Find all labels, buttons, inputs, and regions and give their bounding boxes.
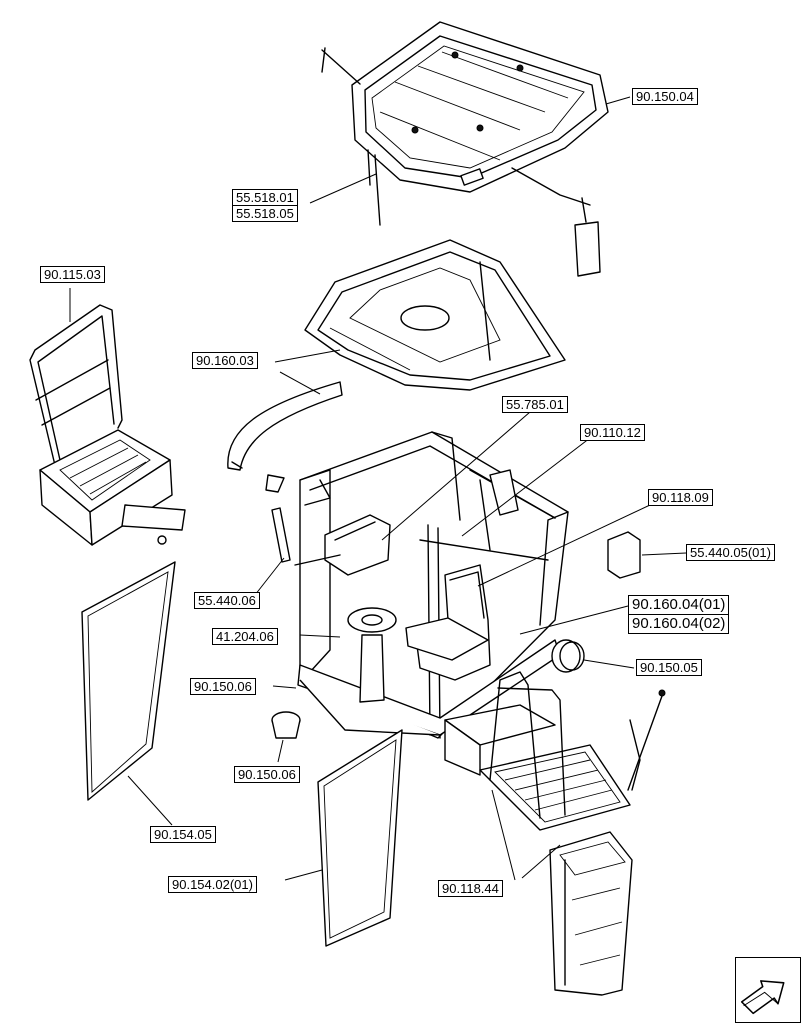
- callout-90-118-44[interactable]: 90.118.44: [438, 880, 503, 897]
- callout-90-154-05[interactable]: 90.154.05: [150, 826, 216, 843]
- callout-90-150-06-a[interactable]: 90.150.06: [190, 678, 256, 695]
- callout-90-154-02-01[interactable]: 90.154.02(01): [168, 876, 257, 893]
- leader-lines: [69, 96, 687, 881]
- callout-41-204-06[interactable]: 41.204.06: [212, 628, 278, 645]
- roof-part: [321, 21, 609, 277]
- lower-steps-part: [549, 831, 633, 996]
- callout-90-150-06-b[interactable]: 90.150.06: [234, 766, 300, 783]
- box-part: [607, 531, 641, 579]
- steps-part: [444, 671, 666, 831]
- door-part: [317, 729, 403, 947]
- arrow-glyph: [740, 980, 785, 1015]
- handrail-step-part: [29, 304, 186, 546]
- rear-unit-part: [551, 639, 585, 673]
- side-glass-part: [81, 561, 176, 801]
- callout-90-110-12[interactable]: 90.110.12: [580, 424, 645, 441]
- callout-55-440-06[interactable]: 55.440.06: [194, 592, 260, 609]
- callout-55-518-05[interactable]: 55.518.05: [232, 206, 298, 222]
- callout-55-440-05-01[interactable]: 55.440.05(01): [686, 544, 775, 561]
- console-part: [271, 507, 391, 576]
- callout-55-518-01[interactable]: 55.518.01: [232, 189, 298, 206]
- callout-group-90-160-04: 90.160.04(01) 90.160.04(02): [628, 595, 730, 634]
- callout-90-150-05[interactable]: 90.150.05: [636, 659, 702, 676]
- callout-90-150-04[interactable]: 90.150.04: [632, 88, 698, 105]
- callout-90-160-03[interactable]: 90.160.03: [192, 352, 258, 369]
- headliner-part: [304, 239, 566, 391]
- cab-frame-part: [297, 431, 569, 739]
- steering-part: [347, 607, 397, 703]
- cab-exploded-diagram: [29, 21, 687, 996]
- trim-piece: [227, 381, 343, 493]
- callout-90-160-04-02[interactable]: 90.160.04(02): [628, 615, 730, 634]
- next-page-arrow-icon[interactable]: [735, 957, 801, 1023]
- callout-90-118-09[interactable]: 90.118.09: [648, 489, 713, 506]
- callout-group-55-518: 55.518.01 55.518.05: [232, 189, 298, 222]
- callout-90-160-04-01[interactable]: 90.160.04(01): [628, 595, 730, 615]
- knob-part: [271, 711, 301, 739]
- callout-55-785-01[interactable]: 55.785.01: [502, 396, 568, 413]
- callout-90-115-03[interactable]: 90.115.03: [40, 266, 105, 283]
